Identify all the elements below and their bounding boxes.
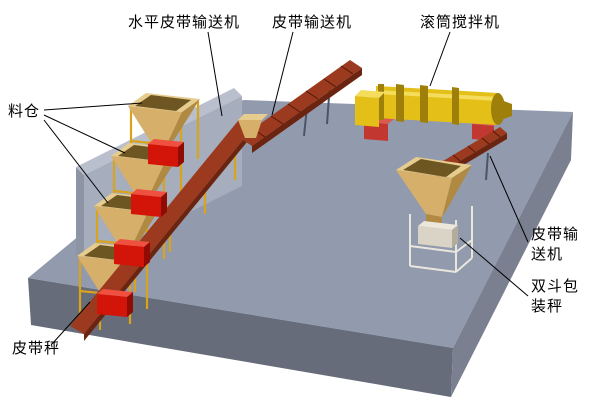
truss-bar [270,115,284,125]
truss-bar [305,90,319,100]
silo-1-opening [135,95,191,111]
truss-bar [467,145,476,153]
mixer-ring [396,84,404,122]
weigh-boxes [97,139,184,317]
leader-horizontal-belt-conveyor [207,31,223,117]
label-belt-conveyor-right: 皮带输 送机 [531,226,579,265]
weigh-box-2-top [131,189,167,197]
horizontal-belt-conveyor [70,116,256,341]
leader-belt-scale [51,301,91,345]
packing-scale [396,157,473,273]
weigh-box-2-side [161,192,167,217]
label-material-silos: 料仓 [8,104,41,120]
label-drum-mixer: 滚筒搅拌机 [420,15,501,31]
truss-bar [452,154,461,162]
scale-box-front [418,226,452,248]
weigh-box-1-top [148,139,184,147]
label-packing-scale-line2: 装秤 [531,298,564,315]
leader-silo-3 [43,119,109,204]
weigh-box-3-side [144,242,150,267]
conveyor-leg [485,152,489,181]
mixer-drum-highlight [377,90,498,101]
frame-rail [409,245,457,253]
leader-drum-mixer [429,31,451,87]
silo-2-front [111,156,165,196]
weigh-box-4-top [97,289,133,297]
mixer-feedbox-front [355,96,379,127]
leader-belt-conveyor-top [271,31,294,116]
truss-bar [287,103,301,113]
scale-box-side [452,225,458,248]
belt-top [70,116,256,334]
label-belt-conveyor-right-line2: 送机 [531,246,564,263]
weigh-box-4-front [97,294,127,317]
mixer-discharge-cone [498,99,512,121]
frame-rail [455,239,473,253]
weigh-box-1-side [178,142,184,167]
label-packing-scale-line1: 双斗包 [531,279,580,295]
label-belt-conveyor-top: 皮带输送机 [272,15,353,31]
frame-rail [455,257,473,273]
packing-hopper-front [396,170,452,217]
wall-left-side [76,167,84,265]
label-belt-scale: 皮带秤 [12,341,61,357]
inclined-belt-top [240,60,362,146]
silo-1-front [128,106,182,146]
weigh-box-1-front [148,144,178,167]
inclined-belt-conveyor [238,60,362,153]
weigh-box-tops [97,139,184,297]
weigh-box-sides [127,142,184,317]
weigh-box-4-side [127,292,133,317]
label-packing-scale: 双斗包 装秤 [531,278,579,317]
frame-rail [409,265,457,273]
drum-mixer [355,84,512,141]
weigh-box-2-front [131,194,161,217]
mixer-ring [452,87,459,125]
platform-right-face [451,112,573,397]
silo-1-side [166,99,200,146]
belt-side [84,124,256,341]
leader-packing-scale [459,237,529,297]
truss-bar [340,65,354,75]
label-belt-conveyor-right-line1: 皮带输 [531,227,580,243]
leader-silo-1 [43,102,143,111]
leader-silo-2 [43,114,126,154]
feed-chute-rim [238,114,268,120]
packing-hopper-opening [403,159,461,177]
mixer-ring [420,85,428,123]
scale-box-top [418,221,458,230]
silo-3-front [94,206,148,246]
mixer-feedbox-top [355,90,385,98]
packing-hopper-side [442,165,472,217]
weigh-box-fronts [97,144,178,317]
inclined-belt-side [252,68,362,153]
platform-front-face [28,278,453,397]
label-horizontal-belt-conveyor: 水平皮带输送机 [128,15,241,31]
truss-bar [492,130,501,138]
truss-bar [481,137,490,145]
leader-belt-conveyor-right [489,155,529,243]
mixer-support-left [364,122,388,141]
weigh-box-3-top [114,239,150,247]
truss-bar [323,78,337,88]
feed-chute-front [238,120,262,138]
leader-lines [43,31,529,345]
weigh-box-3-front [114,244,144,267]
